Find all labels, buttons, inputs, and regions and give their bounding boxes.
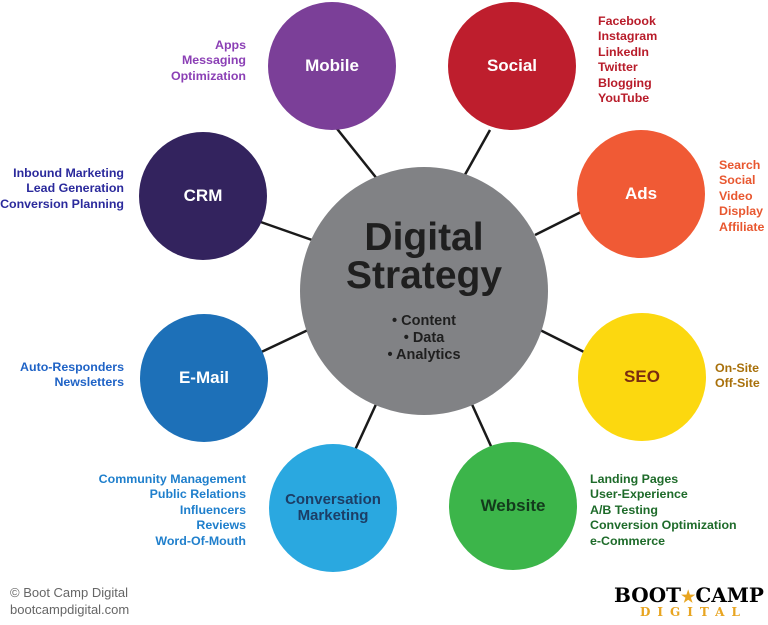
list-item: User-Experience (590, 487, 688, 502)
crm-label: CRM (183, 186, 223, 205)
mobile-circle: Mobile (268, 2, 396, 130)
list-item: Facebook (598, 14, 656, 28)
bullet-analytics: • Analytics (387, 346, 461, 363)
list-item: Auto-Responders (20, 360, 124, 374)
list-item: Landing Pages (590, 472, 679, 486)
email-items: Auto-Responders Newsletters (20, 360, 124, 391)
social-label: Social (486, 56, 538, 75)
list-item: Public Relations (149, 487, 246, 502)
list-item: On-Site (715, 361, 760, 375)
list-item: LinkedIn (598, 44, 649, 59)
seo-label: SEO (624, 367, 660, 386)
list-item: Twitter (598, 60, 638, 75)
list-item: Newsletters (54, 375, 124, 390)
boot-camp-digital-logo: BOOT★CAMP DIGITAL (614, 583, 764, 621)
ads-items: Search Social Video Display Affiliate (719, 158, 764, 235)
list-item: Conversion Optimization (590, 518, 737, 533)
digital-strategy-circle: Digital Strategy • Content • Data • Anal… (300, 167, 548, 415)
logo-word-camp: CAMP (695, 583, 764, 607)
list-item: Lead Generation (26, 181, 124, 196)
crm-items: Inbound Marketing Lead Generation Conver… (0, 166, 124, 212)
connector-ads (534, 208, 586, 237)
list-item: e-Commerce (590, 533, 666, 548)
list-item: Video (719, 188, 753, 203)
center-bullets: • Content • Data • Analytics (387, 313, 460, 364)
social-circle: Social (448, 2, 576, 130)
list-item: Blogging (598, 75, 652, 90)
social-items: Facebook Instagram LinkedIn Twitter Blog… (598, 14, 657, 106)
center-title-line2: Strategy (345, 253, 503, 297)
connector-email (254, 328, 309, 357)
connector-seo (539, 328, 591, 357)
footer-url: bootcampdigital.com (10, 602, 130, 617)
list-item: Reviews (196, 518, 246, 533)
list-item: Inbound Marketing (13, 166, 124, 180)
conversation-label-line1: Conversation (285, 491, 381, 508)
mobile-label: Mobile (305, 56, 359, 75)
conversation-label-line2: Marketing (297, 507, 369, 524)
center-title-line1: Digital (364, 215, 484, 259)
list-item: Affiliate (719, 219, 765, 234)
list-item: Off-Site (715, 376, 760, 391)
star-icon: ★ (681, 587, 696, 606)
ads-circle: Ads (577, 130, 705, 258)
conversation-marketing-circle: Conversation Marketing (269, 444, 397, 572)
list-item: YouTube (598, 91, 650, 106)
seo-circle: SEO (578, 313, 706, 441)
list-item: Display (719, 204, 764, 219)
bullet-data: • Data (403, 329, 445, 346)
ads-label: Ads (624, 184, 658, 203)
logo-subtitle: DIGITAL (640, 605, 747, 619)
connector-crm (254, 218, 313, 242)
list-item: Optimization (170, 68, 246, 83)
list-item: Word-Of-Mouth (155, 533, 246, 548)
crm-circle: CRM (139, 132, 267, 260)
email-label: E-Mail (178, 368, 230, 387)
list-item: Instagram (598, 29, 658, 44)
copyright-text: © Boot Camp Digital (10, 585, 128, 600)
website-items: Landing Pages User-Experience A/B Testin… (590, 472, 737, 549)
website-circle: Website (449, 442, 577, 570)
logo-word-boot: BOOT (614, 583, 682, 607)
connector-social (460, 129, 492, 181)
list-item: Influencers (179, 502, 246, 517)
list-item: Messaging (181, 53, 246, 68)
list-item: Community Management (98, 472, 246, 486)
website-label: Website (480, 496, 546, 515)
email-circle: E-Mail (140, 314, 268, 442)
footer: © Boot Camp Digital bootcampdigital.com (10, 584, 129, 618)
list-item: Conversion Planning (0, 196, 124, 211)
seo-items: On-Site Off-Site (715, 361, 760, 392)
logo-wordmark: BOOT★CAMP (614, 583, 764, 607)
conversation-items: Community Management Public Relations In… (99, 472, 246, 549)
connector-conversation (353, 399, 380, 451)
connector-mobile (329, 119, 379, 181)
list-item: A/B Testing (590, 502, 658, 517)
bullet-content: • Content (392, 312, 456, 329)
mobile-items: Apps Messaging Optimization (171, 38, 246, 84)
list-item: Search (719, 158, 761, 172)
list-item: Apps (215, 38, 246, 52)
list-item: Social (719, 173, 756, 188)
